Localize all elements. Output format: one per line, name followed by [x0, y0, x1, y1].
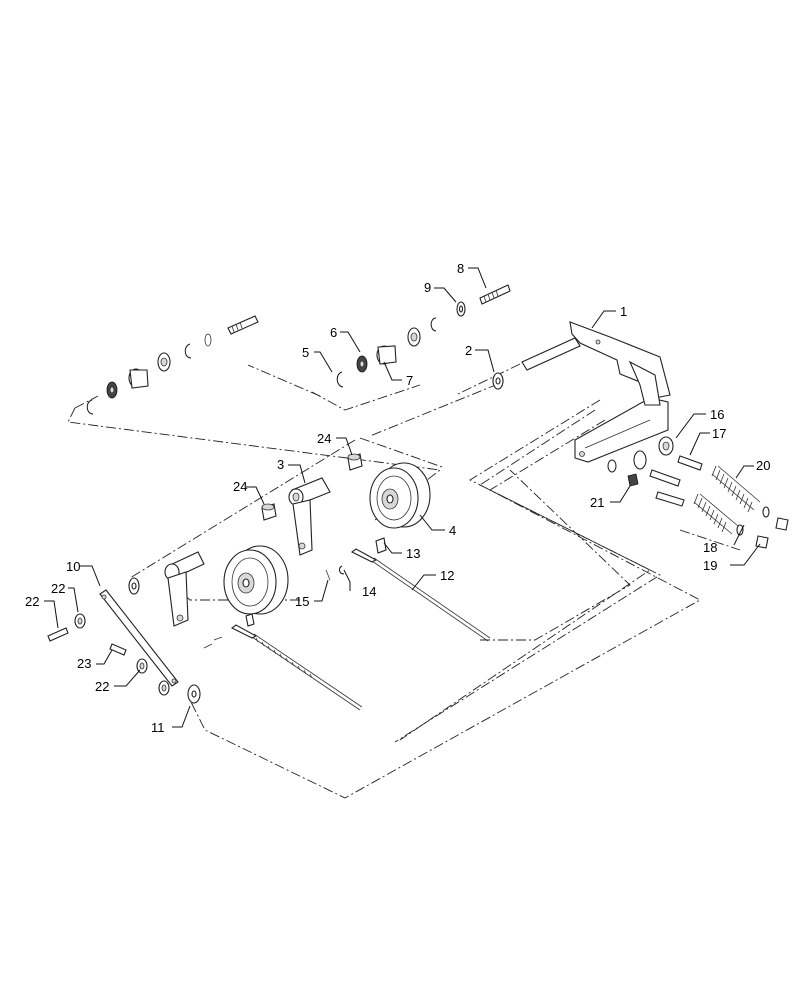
callout-3: 3 [277, 457, 284, 472]
callout-labels: 1 2 3 4 5 6 7 8 9 10 11 12 13 14 15 16 1… [25, 261, 770, 735]
callout-20: 20 [756, 458, 770, 473]
clip-part-14 [339, 565, 345, 575]
bolt-part-8 [479, 284, 511, 305]
callout-2: 2 [465, 343, 472, 358]
callout-5: 5 [302, 345, 309, 360]
callout-22-a: 22 [51, 581, 65, 596]
callout-12: 12 [440, 568, 454, 583]
bolt-part-23 [109, 643, 127, 656]
pulley-part-4 [369, 462, 431, 529]
bracket-part-17 [677, 455, 703, 471]
bolt-part-22 [47, 627, 69, 642]
pin-part-13 [375, 537, 387, 554]
callout-18: 18 [703, 540, 717, 555]
callout-4: 4 [449, 523, 456, 538]
callout-11: 11 [151, 720, 165, 735]
washer-part-9 [456, 301, 466, 317]
callout-21: 21 [590, 495, 604, 510]
callout-8: 8 [457, 261, 464, 276]
strap-part-10 [99, 589, 179, 687]
callout-7: 7 [406, 373, 413, 388]
end-nuts [736, 506, 789, 549]
callout-13: 13 [406, 546, 420, 561]
washers-right [607, 450, 685, 507]
callout-22-b: 22 [25, 594, 39, 609]
frame-bracket [521, 321, 671, 463]
nut-part-21 [627, 473, 639, 487]
callout-23: 23 [77, 656, 91, 671]
washer-part-2 [492, 372, 504, 390]
leader-lines [44, 267, 761, 728]
bushing-part-16 [658, 436, 674, 456]
spring-lower [693, 493, 739, 535]
callout-22-c: 22 [95, 679, 109, 694]
washer-part-22-b [136, 658, 148, 674]
spring-part-20 [711, 465, 761, 513]
idler-arm-part-3 [288, 477, 331, 556]
left-bolt [227, 315, 259, 335]
callout-6: 6 [330, 325, 337, 340]
washer-part-22-c [158, 680, 170, 696]
callout-24-b: 24 [233, 479, 247, 494]
callout-24-a: 24 [317, 431, 331, 446]
callout-14: 14 [362, 584, 376, 599]
callout-17: 17 [712, 426, 726, 441]
bearing-stack-left [86, 333, 212, 415]
lower-small-pins [203, 613, 255, 649]
washer-part-11 [187, 684, 201, 704]
bushing-part-24-upper [347, 453, 363, 471]
lower-threaded-rod [230, 624, 363, 711]
arm-washer [128, 577, 140, 595]
lower-pulley [223, 545, 289, 615]
bearing-stack-right [336, 317, 437, 388]
callout-15: 15 [295, 594, 309, 609]
bushing-part-24-lower [261, 503, 277, 521]
callout-10: 10 [66, 559, 80, 574]
callout-9: 9 [424, 280, 431, 295]
pin-part-15 [325, 569, 331, 581]
callout-16: 16 [710, 407, 724, 422]
lower-idler-arm [164, 551, 205, 627]
rod-part-12 [350, 548, 491, 642]
washer-part-22-a [74, 613, 86, 629]
callout-1: 1 [620, 304, 627, 319]
callout-19: 19 [703, 558, 717, 573]
